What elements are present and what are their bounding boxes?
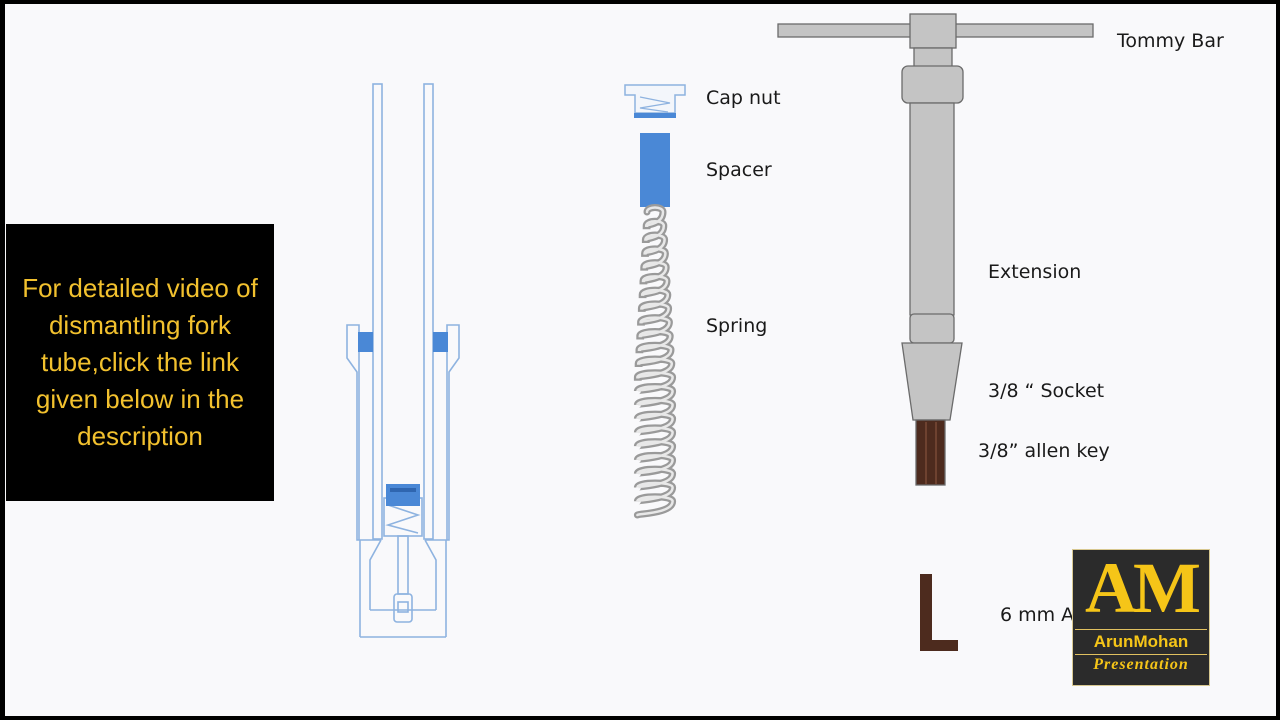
logo-subtitle: Presentation: [1093, 656, 1189, 673]
video-link-notice: For detailed video of dismantling fork t…: [6, 224, 274, 501]
socket-body: [901, 342, 963, 421]
logo-mark: AM: [1085, 548, 1201, 628]
damper-bolt: [393, 593, 413, 623]
extension-collar: [901, 65, 964, 104]
outer-tube-left: [346, 324, 381, 637]
tommy-bar-label: Tommy Bar: [1117, 30, 1224, 52]
spacer-block: [640, 133, 670, 207]
channel-logo: AM ArunMohan Presentation: [1072, 549, 1210, 686]
damper-inner-spring: [385, 504, 421, 534]
logo-name: ArunMohan: [1093, 632, 1189, 651]
damper-bolt-head: [397, 601, 409, 613]
logo-divider-top: [1075, 629, 1207, 630]
outer-base-left: [369, 539, 382, 610]
left-bushing: [358, 332, 373, 352]
extension-shaft: [909, 102, 955, 316]
allen-key-38-bit: [915, 419, 946, 486]
extension-end: [909, 313, 955, 344]
video-link-notice-text: For detailed video of dismantling fork t…: [22, 273, 258, 451]
damper-rod: [397, 535, 409, 595]
spring-coil: [633, 204, 677, 519]
logo-divider-bottom: [1075, 654, 1207, 655]
spacer-label: Spacer: [706, 159, 772, 181]
tool-assembly: [777, 13, 1094, 486]
allen-key-6mm-shape: [920, 574, 958, 651]
outer-base-right: [424, 539, 437, 610]
right-bushing: [433, 332, 448, 352]
extension-label: Extension: [988, 261, 1082, 283]
cap-nut: [624, 84, 686, 118]
inner-tube-left-wall: [372, 83, 383, 540]
allen-key-38-label: 3/8” allen key: [978, 440, 1110, 462]
fork-tube-diagram: [346, 83, 460, 638]
cap-nut-label: Cap nut: [706, 87, 781, 109]
damper-piston: [386, 484, 420, 506]
tommy-bar-neck: [913, 47, 953, 69]
inner-tube-right-wall: [423, 83, 434, 540]
damper-piston-ring: [390, 488, 416, 492]
spring-label: Spring: [706, 315, 768, 337]
outer-tube-right: [425, 324, 460, 637]
tommy-bar-head: [909, 13, 957, 49]
socket-label: 3/8 “ Socket: [988, 380, 1105, 402]
